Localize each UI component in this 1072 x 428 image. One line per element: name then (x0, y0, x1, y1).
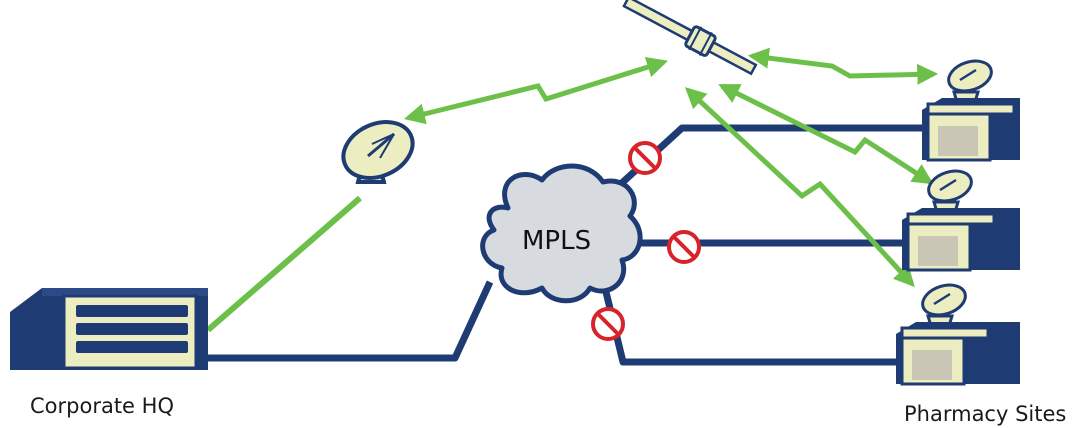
hq-to-dish-link (206, 195, 362, 333)
satellite-links (403, 47, 939, 288)
store-icon (896, 283, 1020, 386)
blocked-markers (591, 141, 701, 341)
mpls-to-site-3-link (602, 291, 902, 366)
store-icon (922, 59, 1020, 162)
cloud-icon (480, 163, 643, 304)
hq-to-mpls-link (200, 280, 494, 362)
dish-satellite-link (403, 57, 669, 125)
prohibited-icon (591, 307, 625, 341)
satellite-site-3-link (684, 87, 915, 288)
mpls-cloud-label: MPLS (522, 226, 592, 256)
pharmacy-sites-label: Pharmacy Sites (904, 402, 1067, 426)
prohibited-icon (667, 230, 701, 264)
satellite-dish-icon (341, 120, 415, 184)
prohibited-icon (628, 141, 662, 175)
corporate-hq-label: Corporate HQ (30, 394, 174, 418)
server-building-icon (10, 288, 208, 370)
satellite-site-1-link (747, 47, 939, 85)
store-icon (902, 169, 1020, 272)
satellite-icon (622, 0, 758, 76)
satellite-site-2-link (718, 83, 934, 185)
